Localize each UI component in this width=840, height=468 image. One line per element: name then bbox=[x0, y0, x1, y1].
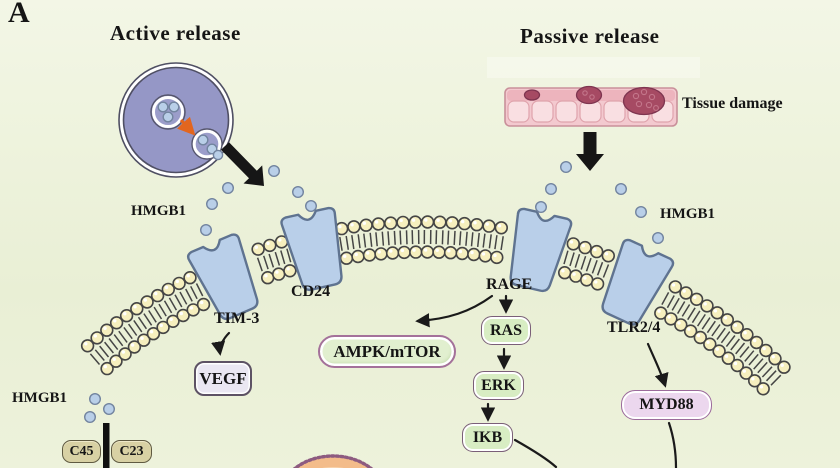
tissue-damage-illustration bbox=[504, 85, 678, 127]
node-ras: RAS bbox=[481, 316, 531, 345]
hmgb1-released-dots bbox=[83, 160, 665, 424]
tissue-damage-label: Tissue damage bbox=[682, 95, 783, 112]
node-c45: C45 bbox=[62, 440, 101, 463]
passive-release-title: Passive release bbox=[520, 24, 660, 48]
light-band bbox=[487, 57, 700, 78]
receptor-label-tim3: TIM-3 bbox=[214, 310, 260, 327]
receptor-label-rage: RAGE bbox=[486, 276, 533, 293]
receptor-tlr24 bbox=[601, 238, 675, 326]
vesicle bbox=[150, 94, 186, 130]
active-release-arrow bbox=[221, 142, 264, 186]
exocytosis-arrow bbox=[176, 116, 196, 136]
hmgb1-label-right: HMGB1 bbox=[660, 206, 715, 222]
receptor-tim3 bbox=[186, 233, 259, 321]
inhibition-bar bbox=[103, 423, 110, 468]
line-myd88-down bbox=[667, 421, 678, 468]
node-myd88: MYD88 bbox=[621, 390, 712, 420]
arrow-tim3-vegf bbox=[211, 331, 231, 356]
cell-membrane bbox=[80, 215, 791, 396]
line-ikb-down bbox=[513, 438, 558, 468]
node-c23: C23 bbox=[111, 440, 152, 463]
hmgb1-label-bottom: HMGB1 bbox=[12, 390, 67, 406]
tumor-cell-illustration bbox=[292, 454, 374, 468]
node-erk: ERK bbox=[473, 371, 524, 400]
hmgb1-label-left: HMGB1 bbox=[131, 203, 186, 219]
active-release-title: Active release bbox=[110, 21, 241, 45]
hmgb1-molecule-dot bbox=[157, 101, 169, 113]
secreting-cell-illustration bbox=[118, 62, 234, 178]
receptor-label-cd24: CD24 bbox=[291, 283, 331, 300]
passive-release-arrow bbox=[576, 132, 604, 171]
panel-label: A bbox=[8, 0, 30, 29]
receptor-label-tlr24: TLR2/4 bbox=[607, 319, 661, 336]
receptor-rage bbox=[509, 207, 573, 293]
node-ampk-mtor: AMPK/mTOR bbox=[318, 335, 456, 368]
tumor-lesions bbox=[523, 85, 666, 116]
arrow-tlr-myd88 bbox=[646, 342, 669, 388]
budding-vesicle bbox=[191, 128, 223, 160]
arrow-rage-ampk bbox=[415, 294, 494, 328]
receptor-cd24 bbox=[280, 206, 343, 292]
node-vegf: VEGF bbox=[194, 361, 252, 396]
node-ikb: IKB bbox=[462, 423, 513, 452]
